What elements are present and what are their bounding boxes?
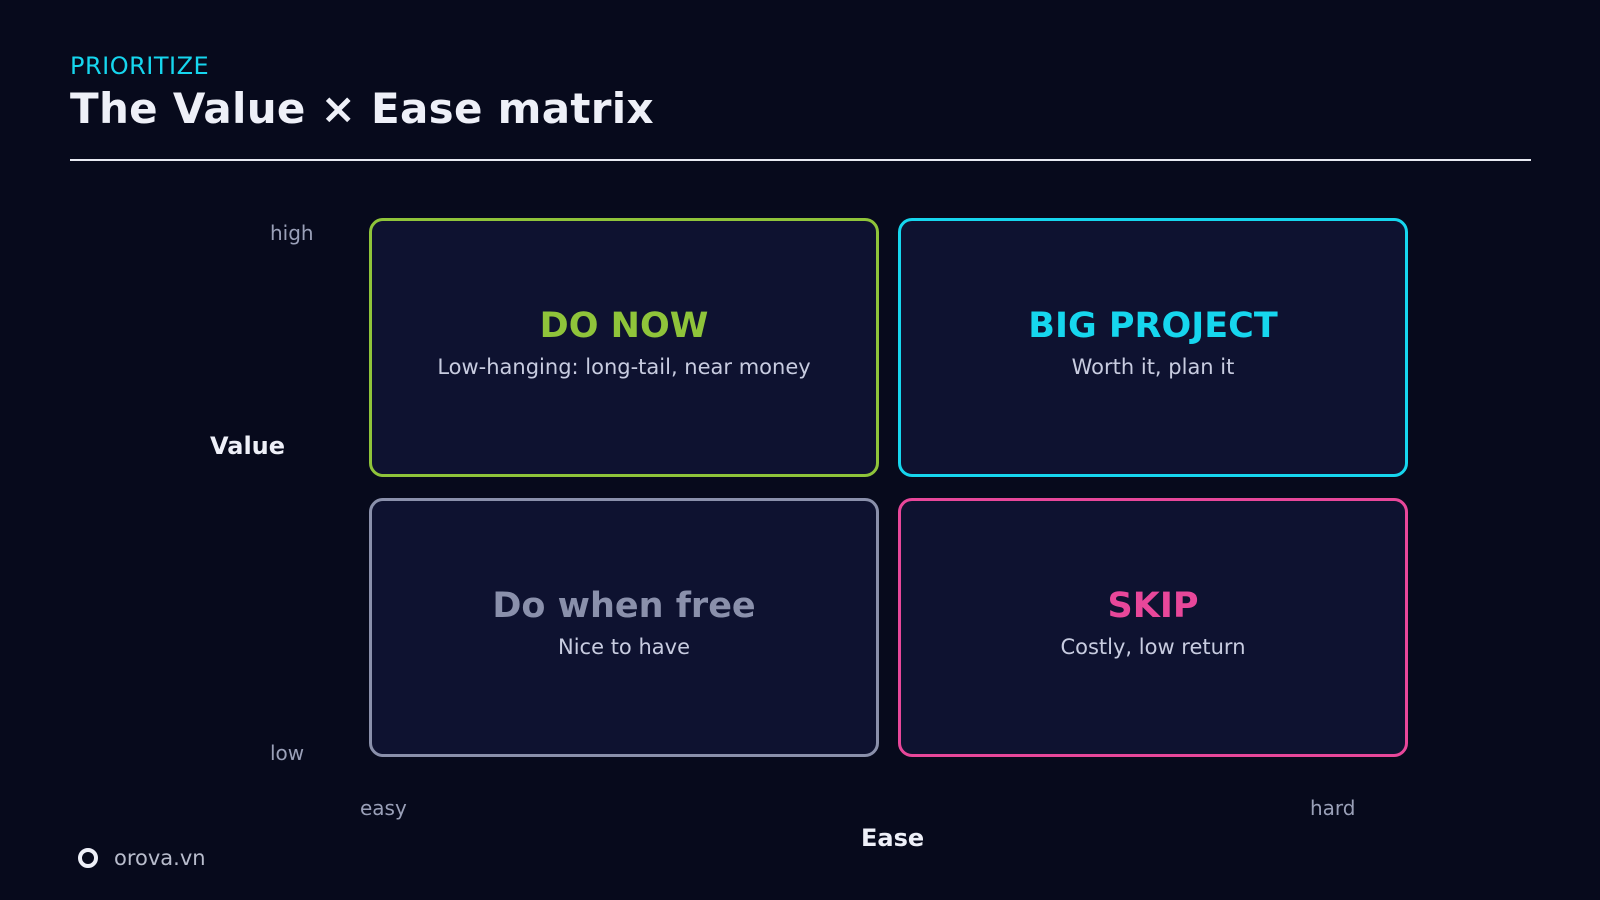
footer-brand: orova.vn (78, 846, 206, 870)
brand-name: orova.vn (114, 846, 206, 870)
slide-title: The Value × Ease matrix (70, 84, 654, 133)
quadrant-do-when-free: Do when free Nice to have (369, 498, 879, 757)
quadrant-description: Low-hanging: long-tail, near money (437, 355, 811, 379)
ring-icon (78, 848, 98, 868)
y-axis-low-label: low (270, 741, 305, 765)
quadrant-description: Costly, low return (1060, 635, 1246, 659)
x-axis-easy-label: easy (360, 796, 407, 820)
quadrant-big-project: BIG PROJECT Worth it, plan it (898, 218, 1408, 477)
quadrant-title: DO NOW (539, 306, 709, 346)
slide-eyebrow: PRIORITIZE (70, 52, 210, 80)
quadrant-description: Nice to have (558, 635, 690, 659)
quadrant-title: BIG PROJECT (1028, 306, 1278, 346)
quadrant-title: SKIP (1107, 586, 1199, 626)
y-axis-title: Value (210, 432, 286, 460)
quadrant-title: Do when free (492, 586, 756, 626)
quadrant-description: Worth it, plan it (1071, 355, 1235, 379)
y-axis-high-label: high (270, 221, 314, 245)
quadrant-skip: SKIP Costly, low return (898, 498, 1408, 757)
x-axis-hard-label: hard (1310, 796, 1356, 820)
title-divider (70, 159, 1531, 161)
quadrant-do-now: DO NOW Low-hanging: long-tail, near mone… (369, 218, 879, 477)
x-axis-title: Ease (861, 824, 925, 852)
